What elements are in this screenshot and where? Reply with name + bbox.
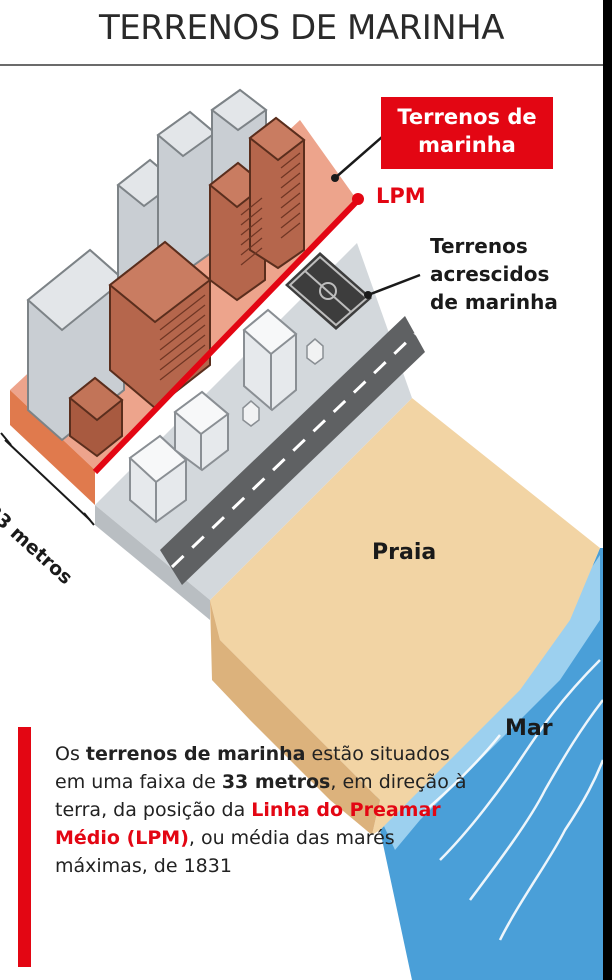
note-bold-1: terrenos de marinha [85,743,306,765]
small-buildings [128,308,324,524]
ground-side [95,505,210,620]
road [160,316,425,585]
wave-lines [419,659,603,941]
praia-label: Praia [372,540,437,565]
dimension-line [0,432,95,526]
lpm-marker [352,193,364,205]
marinha-leader-line [334,129,391,179]
acrescidos-line-2: acrescidos [430,262,550,286]
note-text-3: , em direção à terra, da posição da [55,771,467,821]
terrenos-marinha-callout: Terrenos de marinha [381,97,553,169]
beach-edge [210,600,380,835]
acrescidos-label: Terrenos acrescidos de marinha [430,232,558,316]
acrescidos-line-1: Terrenos [430,234,528,258]
acrescidos-line-3: de marinha [430,290,558,314]
explanation-note: Os terrenos de marinha estão situados em… [55,740,475,880]
marinha-zone-side [10,390,95,505]
marinha-leader-dot [331,174,339,182]
title-divider [0,64,603,66]
page-title: TERRENOS DE MARINHA [98,8,505,48]
acrescidos-leader-line [367,273,421,297]
lpm-label: LPM [376,184,426,208]
road-dashes [170,332,417,569]
note-text-4: , ou média das marés máximas, de 1831 [55,827,395,877]
lpm-line [92,197,361,475]
callout-line-2: marinha [418,133,516,157]
note-red-lpm: Linha do Preamar Médio (LPM) [55,799,441,849]
note-accent-bar [18,727,31,967]
beach-area [210,398,600,835]
marinha-buildings [68,116,306,458]
note-bold-2: 33 metros [221,771,331,793]
callout-line-1: Terrenos de [397,105,537,129]
window-stripes [159,152,301,381]
mar-label: Mar [505,716,553,741]
note-text-1: Os [55,743,86,765]
acrescidos-leader-dot [364,291,372,299]
note-text-2: estão situados em uma faixa de [55,743,450,793]
